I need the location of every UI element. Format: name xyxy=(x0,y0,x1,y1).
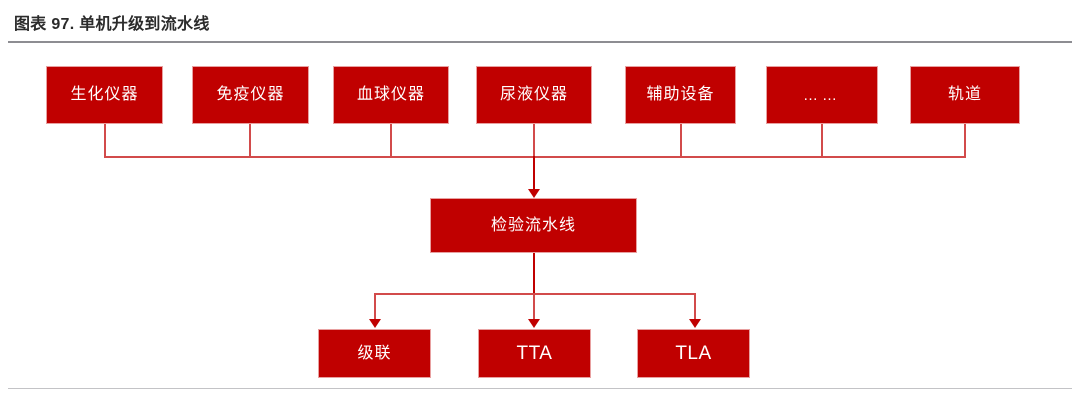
node-label: TLA xyxy=(675,343,712,364)
node-output-2[interactable]: TTA xyxy=(478,329,591,378)
node-label: …… xyxy=(803,86,841,104)
connector-drop-2 xyxy=(249,124,251,158)
footer-divider xyxy=(8,388,1072,389)
node-source-6-ellipsis[interactable]: …… xyxy=(766,66,878,124)
node-source-2[interactable]: 免疫仪器 xyxy=(192,66,309,124)
arrow-to-hub-icon xyxy=(528,189,540,198)
node-label: 级联 xyxy=(357,344,392,362)
node-label: 生化仪器 xyxy=(70,86,139,103)
connector-drop-1 xyxy=(104,124,106,158)
node-source-4[interactable]: 尿液仪器 xyxy=(476,66,592,124)
connector-bus-top xyxy=(104,156,966,158)
node-label: 尿液仪器 xyxy=(499,86,568,103)
node-label: 检验流水线 xyxy=(490,216,576,234)
node-label: 轨道 xyxy=(947,86,982,103)
node-label: 血球仪器 xyxy=(356,86,425,103)
node-output-1[interactable]: 级联 xyxy=(318,329,431,378)
connector-drop-4 xyxy=(533,124,535,158)
connector-leg-1 xyxy=(374,293,376,321)
node-output-3[interactable]: TLA xyxy=(637,329,750,378)
arrow-to-output-1-icon xyxy=(369,319,381,328)
connector-leg-3 xyxy=(694,293,696,321)
node-label: TTA xyxy=(516,343,553,364)
connector-leg-2 xyxy=(533,293,535,321)
connector-drop-6 xyxy=(821,124,823,158)
title-divider xyxy=(8,41,1072,43)
node-hub[interactable]: 检验流水线 xyxy=(430,198,637,253)
connector-hub-out-stem xyxy=(533,253,535,295)
node-source-5[interactable]: 辅助设备 xyxy=(625,66,736,124)
node-label: 免疫仪器 xyxy=(216,86,285,103)
connector-bus-bottom xyxy=(375,293,696,295)
connector-drop-3 xyxy=(390,124,392,158)
node-source-7[interactable]: 轨道 xyxy=(910,66,1020,124)
node-label: 辅助设备 xyxy=(646,86,715,103)
page-title: 图表 97. 单机升级到流水线 xyxy=(14,16,210,33)
connector-hub-stem xyxy=(533,156,535,190)
arrow-to-output-3-icon xyxy=(689,319,701,328)
node-source-1[interactable]: 生化仪器 xyxy=(46,66,163,124)
connector-drop-5 xyxy=(680,124,682,158)
node-source-3[interactable]: 血球仪器 xyxy=(333,66,449,124)
connector-drop-7 xyxy=(964,124,966,158)
arrow-to-output-2-icon xyxy=(528,319,540,328)
